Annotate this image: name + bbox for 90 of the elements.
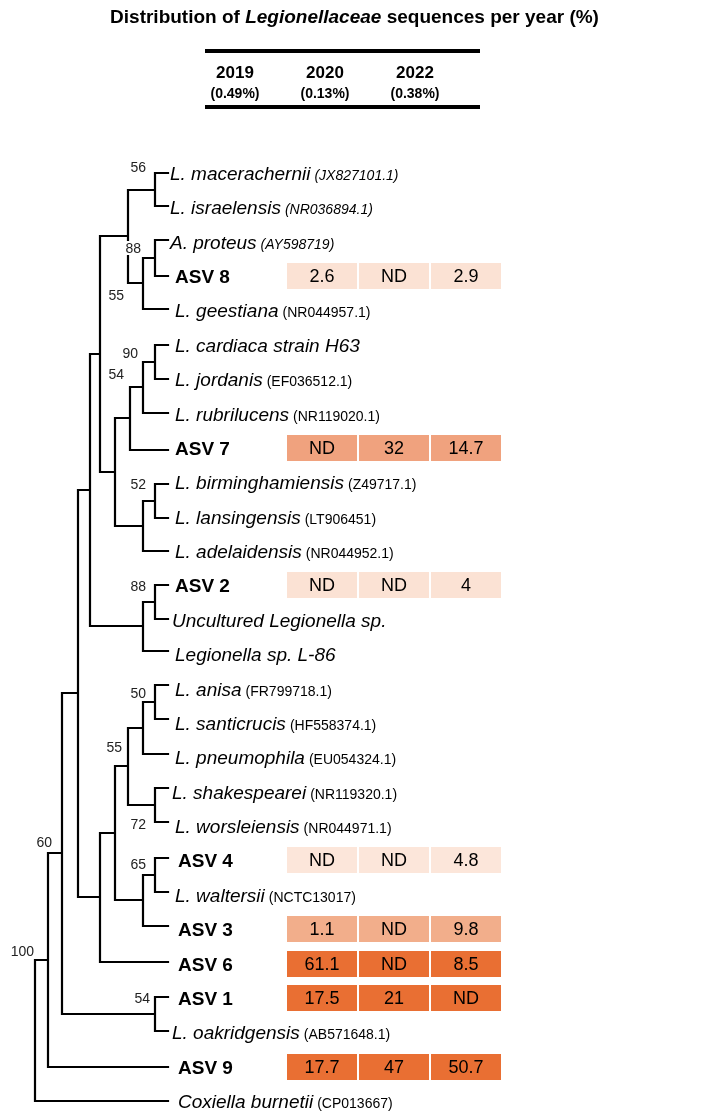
figure-title: Distribution of Legionellaceae sequences per year (%) bbox=[109, 6, 600, 28]
bootstrap-value: 60 bbox=[36, 835, 52, 849]
heatmap-cell: 4.8 bbox=[431, 847, 501, 874]
asv-label: ASV 9 bbox=[178, 1057, 233, 1077]
accession-number: (EF036512.1) bbox=[266, 373, 353, 388]
year-header: 2022 bbox=[396, 63, 434, 81]
taxon-label: L. anisa bbox=[175, 679, 242, 699]
accession-number: (NR036894.1) bbox=[284, 202, 373, 217]
asv-label: ASV 8 bbox=[175, 266, 230, 286]
accession-number: (Z49717.1) bbox=[347, 477, 417, 492]
accession-number: (HF558374.1) bbox=[289, 717, 377, 732]
taxon-label: Uncultured Legionella sp. bbox=[172, 610, 387, 630]
accession-number: (AB571648.1) bbox=[303, 1026, 391, 1041]
bootstrap-value: 88 bbox=[125, 240, 141, 255]
taxon-label: Legionella sp. L-86 bbox=[175, 644, 336, 664]
bootstrap-value: 54 bbox=[134, 990, 150, 1005]
accession-number: (FR799718.1) bbox=[245, 683, 332, 698]
bootstrap-value: 100 bbox=[10, 944, 34, 959]
heatmap-cell: 2.6 bbox=[287, 263, 357, 290]
taxon-label: L. shakespearei bbox=[172, 782, 307, 802]
accession-number: (EU054324.1) bbox=[308, 752, 397, 766]
heatmap-cell: 61.1 bbox=[287, 950, 357, 977]
asv-label: ASV 2 bbox=[175, 575, 230, 595]
heatmap-cell: ND bbox=[359, 847, 429, 874]
year-header: 2019 bbox=[216, 63, 254, 81]
bootstrap-value: 52 bbox=[130, 477, 146, 492]
taxon-label: L. birminghamiensis bbox=[175, 472, 344, 492]
percentage-header: (0.38%) bbox=[390, 86, 440, 100]
bootstrap-value: 55 bbox=[106, 740, 122, 755]
taxon-label: Coxiella burnetii bbox=[178, 1091, 314, 1111]
heatmap-cell: 32 bbox=[359, 434, 429, 461]
accession-number: (NCTC13017) bbox=[268, 889, 356, 904]
accession-number: (LT906451) bbox=[304, 511, 377, 526]
taxon-label: L. adelaidensis bbox=[175, 541, 302, 561]
bootstrap-value: 55 bbox=[108, 288, 124, 303]
taxon-label: L. cardiaca strain H63 bbox=[175, 335, 360, 355]
taxon-label: L. worsleiensis bbox=[175, 816, 300, 836]
taxon-label: L. pneumophila bbox=[175, 747, 305, 767]
heatmap-cell: ND bbox=[359, 263, 429, 290]
taxon-label: L. israelensis bbox=[170, 197, 281, 217]
accession-number: (CP013667) bbox=[317, 1095, 393, 1110]
asv-label: ASV 3 bbox=[178, 919, 233, 939]
taxon-label: L. santicrucis bbox=[175, 713, 286, 733]
accession-number: (AY598719) bbox=[260, 236, 335, 251]
heatmap-cell: 1.1 bbox=[287, 916, 357, 943]
bootstrap-value: 72 bbox=[130, 817, 146, 831]
accession-number: (NR119020.1) bbox=[293, 408, 380, 423]
accession-number: (NR119320.1) bbox=[310, 786, 398, 801]
heatmap-cell: 8.5 bbox=[431, 950, 501, 977]
accession-number: (JX827101.1) bbox=[314, 167, 399, 182]
heatmap-cell: 2.9 bbox=[431, 263, 501, 290]
bootstrap-value: 56 bbox=[130, 160, 146, 174]
taxon-label: L. waltersii bbox=[175, 885, 265, 905]
bootstrap-value: 54 bbox=[108, 366, 124, 381]
taxon-label: L. jordanis bbox=[175, 369, 263, 389]
year-header: 2020 bbox=[306, 63, 344, 81]
asv-label: ASV 1 bbox=[178, 988, 233, 1008]
heatmap-cell: ND bbox=[287, 434, 357, 461]
accession-number: (NR044971.1) bbox=[303, 820, 392, 835]
heatmap-cell: ND bbox=[431, 984, 501, 1011]
bootstrap-value: 50 bbox=[130, 685, 146, 700]
bootstrap-value: 65 bbox=[130, 857, 146, 872]
taxon-label: L. lansingensis bbox=[175, 507, 301, 527]
heatmap-cell: ND bbox=[359, 572, 429, 599]
bootstrap-value: 90 bbox=[122, 345, 138, 360]
accession-number: (NR044952.1) bbox=[305, 545, 394, 560]
heatmap-cell: 14.7 bbox=[431, 434, 501, 461]
asv-label: ASV 4 bbox=[178, 850, 233, 870]
heatmap-cell: 17.7 bbox=[287, 1053, 357, 1080]
heatmap-cell: 4 bbox=[431, 572, 501, 599]
heatmap-cell: 17.5 bbox=[287, 984, 357, 1011]
asv-label: ASV 6 bbox=[178, 954, 233, 973]
bootstrap-value: 88 bbox=[130, 579, 146, 594]
asv-label: ASV 7 bbox=[175, 438, 230, 458]
heatmap-cell: ND bbox=[359, 950, 429, 977]
percentage-header: (0.13%) bbox=[300, 86, 350, 100]
taxon-label: L. macerachernii bbox=[170, 163, 311, 183]
taxon-label: L. geestiana bbox=[175, 300, 279, 320]
heatmap-cell: 21 bbox=[359, 984, 429, 1011]
heatmap-cell: ND bbox=[287, 847, 357, 874]
taxon-label: A. proteus bbox=[170, 232, 257, 252]
percentage-header: (0.49%) bbox=[210, 86, 260, 100]
taxon-label: L. rubrilucens bbox=[175, 404, 290, 424]
heatmap-cell: ND bbox=[359, 916, 429, 943]
heatmap-cell: 50.7 bbox=[431, 1053, 501, 1080]
heatmap-cell: 9.8 bbox=[431, 916, 501, 943]
taxon-label: L. oakridgensis bbox=[172, 1022, 300, 1042]
heatmap-cell: 47 bbox=[359, 1053, 429, 1080]
heatmap-cell: ND bbox=[287, 572, 357, 599]
accession-number: (NR044957.1) bbox=[282, 305, 371, 320]
